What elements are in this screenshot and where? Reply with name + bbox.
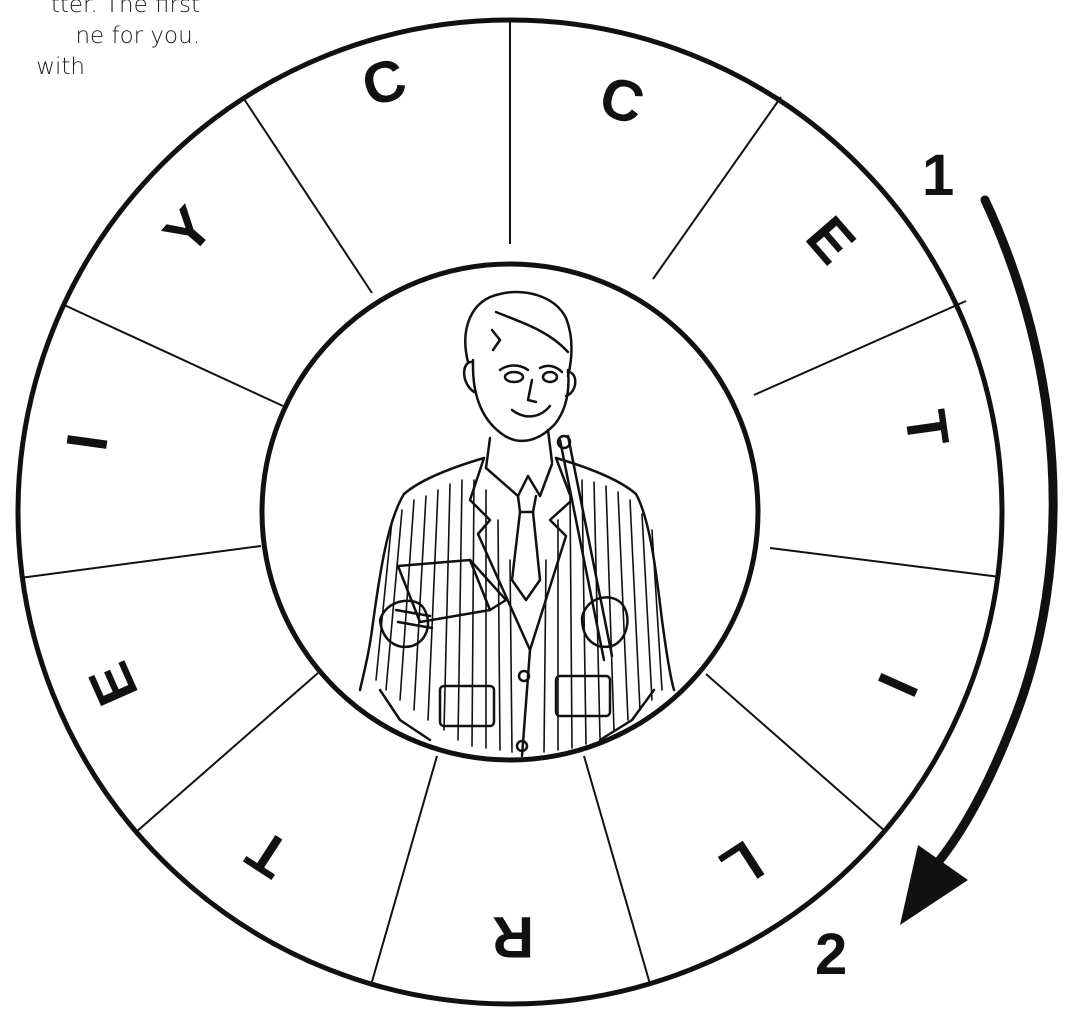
direction-arrow: 1 2 xyxy=(815,143,1053,987)
wheel-letter-9: E xyxy=(76,653,151,715)
wheel-letter-2: C xyxy=(593,63,651,137)
wheel-letter-3: E xyxy=(793,204,867,276)
wheel-letter-4: T xyxy=(892,406,961,450)
arrow-end-number: 2 xyxy=(815,922,847,987)
wheel-letter-8: T xyxy=(236,817,301,891)
wheel-inner-ring xyxy=(262,264,758,760)
wheel-letter-6: L xyxy=(709,828,774,902)
wheel-letter-10: I xyxy=(54,430,121,455)
wheel-letter-5: I xyxy=(865,664,931,705)
arrow-start-number: 1 xyxy=(922,143,954,208)
arrow-head xyxy=(900,845,968,925)
wheel-letter-1: C xyxy=(355,45,413,119)
wheel-letter-7: R xyxy=(492,904,534,969)
wheel-letter-11: Y xyxy=(151,194,225,266)
